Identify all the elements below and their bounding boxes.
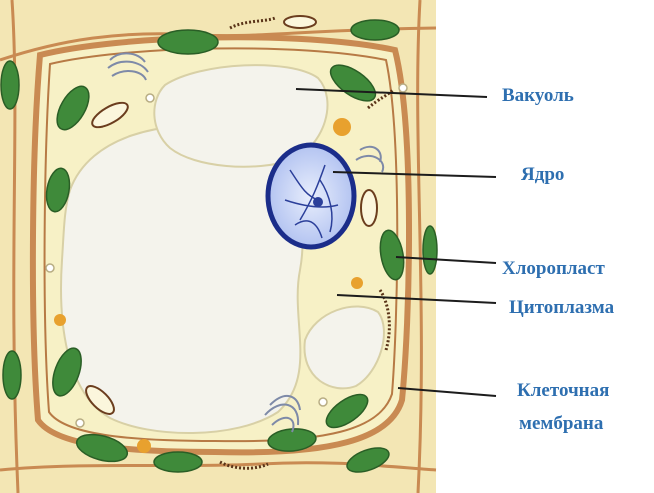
chloroplast	[157, 29, 219, 55]
vacuole-small	[303, 305, 385, 390]
label-membrane-line1: Клеточная	[517, 380, 610, 401]
label-cytoplasm: Цитоплазма	[509, 297, 615, 318]
chloroplast	[52, 347, 82, 397]
chloroplast	[350, 19, 400, 41]
chloroplast	[153, 451, 203, 473]
chloroplast	[2, 350, 22, 400]
granules	[54, 118, 363, 453]
chloroplast	[325, 393, 369, 429]
neighbor-cell-walls	[0, 0, 437, 493]
chloroplast	[379, 229, 405, 281]
chloroplast	[346, 447, 390, 473]
cell-membrane	[43, 47, 399, 443]
label-chloroplast: Хлоропласт	[502, 258, 605, 279]
ribosome-chains	[219, 16, 395, 470]
chloroplast	[0, 60, 20, 110]
leader-vacuole	[295, 88, 488, 98]
chloroplast	[422, 225, 438, 275]
chloroplast	[56, 85, 90, 131]
label-membrane-line2: мембрана	[519, 413, 604, 434]
chloroplast	[75, 433, 129, 463]
vesicles	[45, 83, 408, 428]
label-nucleus: Ядро	[521, 164, 565, 185]
leader-membrane	[397, 387, 497, 397]
leader-cytoplasm	[336, 294, 497, 304]
label-vacuole: Вакуоль	[502, 85, 574, 106]
leader-nucleus	[332, 171, 497, 178]
leader-lines	[295, 88, 497, 397]
golgi-apparatus	[107, 52, 385, 433]
chloroplast	[45, 167, 71, 213]
nucleus	[265, 142, 357, 250]
mitochondria	[85, 15, 378, 415]
leader-chloroplast	[395, 256, 497, 264]
chloroplast	[267, 428, 317, 452]
